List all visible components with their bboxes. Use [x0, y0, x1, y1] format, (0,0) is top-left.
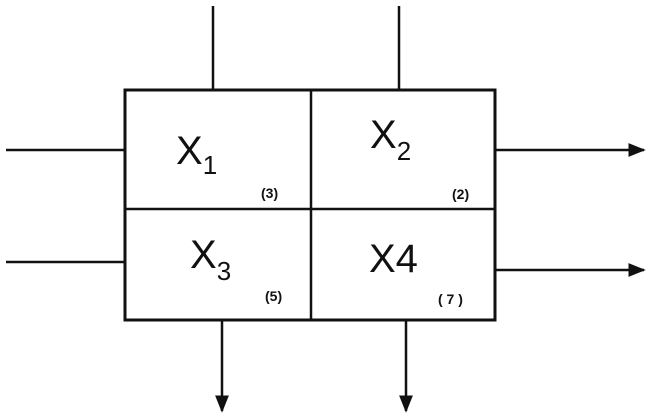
cell-x2: X2 (2) [370, 113, 469, 202]
cell-x3-variable: X [190, 233, 217, 277]
cell-x2-subscript: 2 [397, 136, 411, 166]
cell-x4-variable: X4 [369, 237, 418, 281]
cell-x4: X4 ( 7 ) [369, 237, 463, 307]
main-box-border [123, 88, 497, 322]
svg-text:X1: X1 [176, 129, 217, 180]
cell-x3-count: (5) [265, 288, 282, 304]
cell-x1-count: (3) [261, 185, 278, 201]
cell-x1-subscript: 1 [203, 150, 217, 180]
svg-text:X2: X2 [370, 113, 411, 166]
cell-x4-count: ( 7 ) [438, 291, 463, 307]
cell-x1-variable: X [176, 129, 203, 173]
cell-x1: X1 (3) [176, 129, 278, 201]
cell-x2-count: (2) [452, 186, 469, 202]
cell-x3: X3 (5) [190, 233, 282, 304]
cell-x3-subscript: 3 [217, 256, 231, 286]
cell-x2-variable: X [370, 113, 397, 157]
svg-text:X3: X3 [190, 233, 231, 286]
